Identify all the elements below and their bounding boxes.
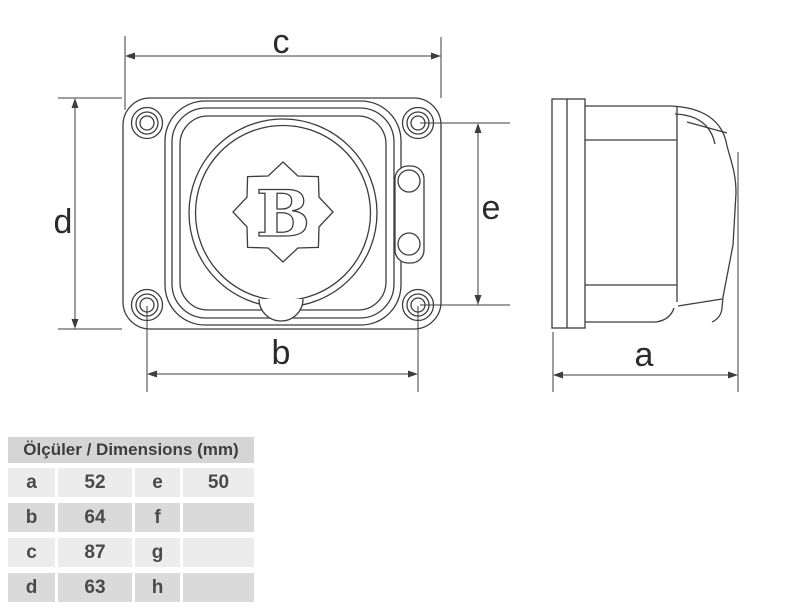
dim-label-cell: g — [135, 538, 180, 567]
table-row: a 52 e 50 — [8, 468, 254, 497]
dim-d-label: d — [54, 203, 73, 241]
dim-value-cell — [183, 573, 254, 602]
dim-value-cell: 87 — [58, 538, 132, 567]
dim-a-label: a — [635, 336, 654, 374]
side-view — [551, 98, 737, 329]
logo-star — [232, 161, 334, 263]
dim-value-cell: 64 — [58, 503, 132, 532]
dimension-a: a — [552, 152, 739, 392]
dim-label-cell: a — [8, 468, 55, 497]
dimension-d: d — [54, 97, 122, 330]
dim-label-cell: h — [135, 573, 180, 602]
screw-hole-top-left — [130, 106, 164, 140]
side-flange — [551, 98, 586, 329]
dim-label-cell: e — [135, 468, 180, 497]
dim-value-cell: 52 — [58, 468, 132, 497]
technical-drawing-svg: B c — [54, 23, 739, 392]
dimensions-table-header: Ölçüler / Dimensions (mm) — [8, 437, 254, 463]
dim-label-cell: b — [8, 503, 55, 532]
hinge-hole-bottom — [397, 232, 421, 256]
front-view: B — [122, 97, 442, 330]
dim-value-cell: 50 — [183, 468, 254, 497]
dimension-c: c — [124, 23, 442, 110]
bottom-latch-tab — [258, 298, 304, 322]
dimension-e: e — [420, 122, 510, 306]
dim-e-label: e — [482, 189, 501, 227]
side-body — [585, 105, 678, 323]
dimension-b: b — [146, 306, 419, 392]
mounting-plate-outline — [122, 97, 442, 330]
table-row: b 64 f — [8, 503, 254, 532]
dim-b-label: b — [272, 334, 291, 372]
dimensions-table: Ölçüler / Dimensions (mm) a 52 e 50 b 64… — [8, 437, 254, 608]
dim-value-cell: 63 — [58, 573, 132, 602]
dim-label-cell: f — [135, 503, 180, 532]
side-lid — [669, 105, 737, 323]
table-row: d 63 h — [8, 573, 254, 602]
dim-label-cell: d — [8, 573, 55, 602]
dim-value-cell — [183, 503, 254, 532]
dim-label-cell: c — [8, 538, 55, 567]
dim-c-label: c — [273, 23, 290, 61]
hinge-tab — [394, 165, 425, 264]
table-row: c 87 g — [8, 538, 254, 567]
logo-letter: B — [256, 177, 310, 252]
hinge-hole-top — [397, 169, 421, 193]
dim-value-cell — [183, 538, 254, 567]
